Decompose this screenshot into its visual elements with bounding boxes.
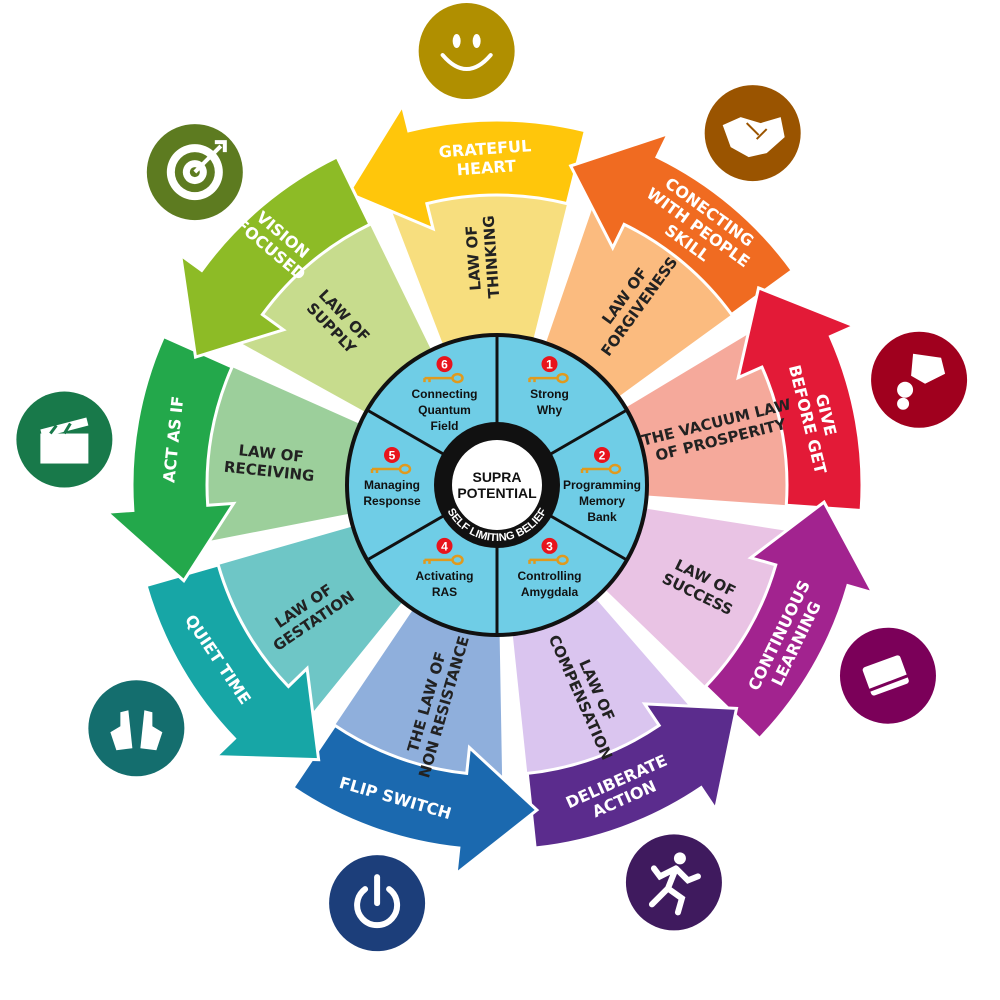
target-icon <box>146 124 243 221</box>
law-label-text: LAW OFTHINKING <box>462 215 504 300</box>
key-icon <box>528 554 569 566</box>
open-hands-icon <box>88 680 185 777</box>
arrow-band <box>144 563 321 762</box>
clapperboard-icon <box>16 391 113 488</box>
core-title-line: POTENTIAL <box>457 485 537 501</box>
key-label-line: Memory <box>579 494 625 508</box>
number-badge-text: 2 <box>599 449 606 463</box>
law-wedge <box>197 362 360 543</box>
key-icon <box>370 463 412 475</box>
law-wedge <box>234 215 432 413</box>
number-badge-text: 5 <box>389 449 396 463</box>
arrow-band <box>178 154 372 359</box>
law-label-line: LAW OF <box>462 225 485 291</box>
running-person-icon <box>625 834 722 931</box>
key-label-line: Controlling <box>518 569 582 583</box>
arrow-band <box>703 499 876 741</box>
divider <box>549 514 628 562</box>
arrow-label-line: HEART <box>456 156 516 179</box>
number-badge-text: 4 <box>441 539 448 553</box>
law-wedge <box>545 201 740 397</box>
arrow-band <box>525 702 739 850</box>
arrow-band <box>568 131 795 317</box>
key-icon <box>528 372 569 384</box>
key-label-line: RAS <box>432 585 457 599</box>
arrow-band <box>736 285 864 513</box>
number-badge <box>541 356 558 373</box>
law-label-line: THINKING <box>479 215 503 299</box>
number-badge <box>541 537 558 554</box>
core-title-line: SUPRA <box>472 469 521 485</box>
key-label-line: Connecting <box>412 387 478 401</box>
arrow-band <box>346 101 588 232</box>
key-label-line: Why <box>537 403 563 417</box>
handshake-icon <box>704 85 801 182</box>
key-label-line: Strong <box>530 387 569 401</box>
divider <box>366 514 445 562</box>
arrow-band <box>103 334 237 584</box>
divider <box>366 408 445 456</box>
law-wedge <box>329 609 503 785</box>
number-badge <box>384 447 400 463</box>
power-icon <box>329 855 426 952</box>
number-badge <box>436 356 453 373</box>
key-label-line: Field <box>430 419 458 433</box>
key-icon <box>423 554 464 566</box>
hand-coin-icon <box>871 331 968 428</box>
number-badge-text: 3 <box>546 539 553 553</box>
key-label-line: Managing <box>364 478 420 492</box>
law-wedge <box>389 184 570 345</box>
key-icon <box>580 463 622 475</box>
book-icon <box>839 627 936 724</box>
smiley-icon <box>418 3 515 100</box>
key-label-line: Bank <box>587 510 617 524</box>
divider <box>549 408 628 456</box>
law-wedge <box>625 330 798 506</box>
key-label-line: Programming <box>563 478 641 492</box>
law-label: LAW OFTHINKING <box>462 215 504 300</box>
arrow-band <box>290 723 540 878</box>
number-badge-text: 1 <box>546 358 553 372</box>
number-badge <box>594 447 610 463</box>
key-icon <box>423 372 464 384</box>
key-label-line: Response <box>363 494 421 508</box>
number-badge-text: 6 <box>441 358 448 372</box>
number-badge <box>436 537 453 554</box>
law-wedge <box>208 526 403 719</box>
key-label-line: Amygdala <box>521 585 579 599</box>
key-label-line: Quantum <box>418 403 471 417</box>
key-label-line: Activating <box>415 569 473 583</box>
